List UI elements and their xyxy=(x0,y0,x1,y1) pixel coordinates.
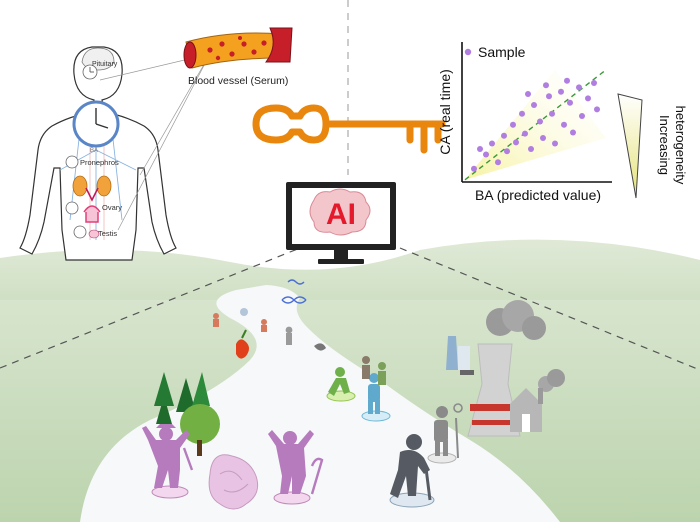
sample-point xyxy=(546,93,552,100)
kidney-left-icon xyxy=(72,175,88,197)
ovary-label: Ovary xyxy=(102,203,122,212)
apple-icon xyxy=(236,339,249,359)
sample-point xyxy=(567,99,573,106)
bottle-icon xyxy=(446,336,458,370)
horizon-haze xyxy=(0,239,700,300)
key-bow xyxy=(252,104,330,144)
trend-line xyxy=(464,69,607,181)
sample-point xyxy=(543,82,549,89)
sample-point xyxy=(591,80,597,86)
sample-point xyxy=(471,165,477,172)
kidney-right-icon xyxy=(96,175,112,197)
sample-point xyxy=(495,159,501,166)
factory xyxy=(446,300,565,437)
sample-point xyxy=(561,121,567,128)
vessel-opening xyxy=(183,41,197,69)
pronephros-clock-icon xyxy=(65,155,79,169)
cigarette-icon xyxy=(460,370,474,375)
monitor-neck xyxy=(334,250,348,260)
tiny-item xyxy=(240,308,248,316)
sample-point xyxy=(528,146,534,152)
human-body-diagram: Pituitary BA Pronephros Ovary Testis xyxy=(19,46,211,261)
sample-point xyxy=(579,113,585,119)
callout-line-bottom xyxy=(117,53,211,231)
sample-point xyxy=(504,148,510,155)
sample-point xyxy=(585,95,591,102)
sample-point xyxy=(525,91,531,97)
walking-person-3 xyxy=(362,356,386,385)
sample-point xyxy=(519,110,525,117)
tiny-person-3 xyxy=(285,326,293,334)
ba-body-label: BA xyxy=(90,148,98,154)
blood-vessel: Blood vessel (Serum) xyxy=(183,27,293,87)
sample-point xyxy=(540,135,546,141)
pink-person-dancing xyxy=(268,430,324,505)
pink-person-left xyxy=(142,424,194,499)
microbe-icon xyxy=(314,343,326,351)
ovary-clock-icon xyxy=(65,201,79,215)
perspective-line-left xyxy=(0,247,301,369)
testis-clock-icon xyxy=(73,225,87,239)
pine-tree-3 xyxy=(192,372,210,406)
scatter-chart: Sample CA (real time) BA (predicted valu… xyxy=(437,42,612,203)
testis-label: Testis xyxy=(98,229,117,238)
sample-point xyxy=(483,151,489,158)
chart-points xyxy=(471,77,600,172)
people xyxy=(142,356,463,510)
key-icon xyxy=(252,104,446,154)
heterogeneity-label-1: Increasing xyxy=(657,115,672,175)
tiny-person-1 xyxy=(213,313,219,319)
heterogeneity-wedge xyxy=(617,93,643,199)
legend-sample-label: Sample xyxy=(478,44,526,60)
tiny-person-2 xyxy=(261,319,267,325)
pituitary-label: Pituitary xyxy=(92,61,118,68)
brain-icon xyxy=(309,188,371,236)
sample-point xyxy=(531,102,537,108)
callout-line-mid xyxy=(139,53,211,176)
monitor-base xyxy=(318,259,364,264)
heterogeneity-cone xyxy=(465,69,606,180)
sample-point xyxy=(522,130,528,137)
path-distant-items xyxy=(213,279,326,359)
pine-tree-2 xyxy=(176,378,196,412)
sample-point xyxy=(576,84,582,91)
sample-point xyxy=(501,132,507,139)
sample-point xyxy=(558,88,564,95)
blood-vessel-label: Blood vessel (Serum) xyxy=(188,75,288,87)
vessel-tube xyxy=(185,32,283,69)
elderly-person-large xyxy=(389,434,435,508)
pronephros-label: Pronephros xyxy=(80,158,119,167)
ai-label: AI xyxy=(326,198,356,231)
sample-point xyxy=(489,140,495,147)
chart-y-label: CA (real time) xyxy=(437,69,453,155)
heterogeneity-indicator: Increasing heterogeneity xyxy=(617,93,688,199)
amoeba-shape xyxy=(208,454,259,510)
ai-monitor: AI xyxy=(286,182,396,264)
perspective-line-right xyxy=(399,247,700,371)
key-bit xyxy=(406,120,442,154)
sample-point xyxy=(477,146,483,152)
sample-point xyxy=(570,129,576,136)
legend-sample-marker xyxy=(464,48,472,56)
elderly-person-cane xyxy=(427,403,463,464)
pine-tree-1 xyxy=(154,372,174,406)
sample-point xyxy=(510,121,516,128)
sample-point xyxy=(594,106,600,113)
house-icon xyxy=(510,388,542,432)
chart-x-label: BA (predicted value) xyxy=(475,187,601,203)
walking-person-2 xyxy=(361,373,391,422)
sample-point xyxy=(549,110,555,117)
sample-point xyxy=(552,140,558,147)
walking-person-1 xyxy=(326,367,356,402)
heterogeneity-label-2: heterogeneity xyxy=(673,106,688,185)
dna-icon xyxy=(281,279,307,304)
cooling-tower xyxy=(467,343,521,437)
sample-point xyxy=(513,139,519,146)
sample-point xyxy=(564,77,570,84)
blood-vessels xyxy=(59,102,137,240)
sample-point xyxy=(537,118,543,125)
uterus-icon xyxy=(83,205,101,223)
